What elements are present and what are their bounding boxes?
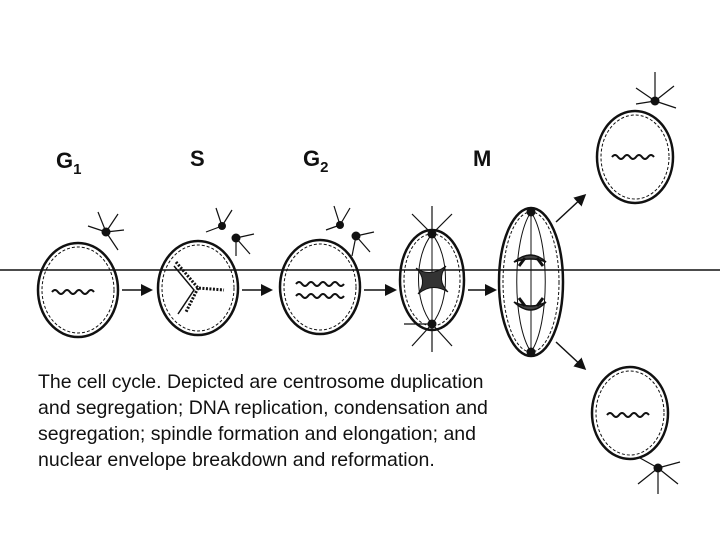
centrosome-g2-1	[325, 205, 351, 231]
centrosome-daughter-bottom	[637, 457, 681, 494]
caption-line: nuclear envelope breakdown and reformati…	[38, 449, 435, 471]
centrosome-s-2	[231, 233, 255, 256]
centrosome-m1-top	[411, 206, 453, 239]
caption-line: segregation; spindle formation and elong…	[38, 423, 476, 445]
phase-label-g2: G2	[303, 146, 328, 176]
caption-line: The cell cycle. Depicted are centrosome …	[38, 371, 484, 393]
centrosome-m2-top	[526, 207, 536, 217]
cell-m-metaphase	[398, 206, 466, 352]
cell-s	[156, 207, 255, 337]
cell-g1	[36, 211, 125, 339]
arrow-to-daughter-top	[555, 193, 587, 223]
cell-g2	[278, 205, 375, 336]
centrosome-m1-bottom	[404, 319, 453, 352]
phase-label-g1: G1	[56, 148, 81, 178]
daughter-cell-bottom	[590, 365, 681, 494]
centrosome-m2-bottom	[526, 347, 536, 357]
figure-caption: The cell cycle. Depicted are centrosome …	[38, 369, 578, 473]
phase-label-s: S	[190, 146, 205, 171]
centrosome-s-1	[205, 207, 233, 233]
centrosome-daughter-top	[635, 72, 677, 109]
centrosome-g2-2	[351, 231, 375, 257]
arrow-to-daughter-bottom	[555, 341, 587, 371]
phase-label-m: M	[473, 146, 491, 171]
daughter-cell-top	[595, 72, 677, 205]
cell-m-anaphase	[497, 206, 565, 358]
caption-line: and segregation; DNA replication, conden…	[38, 397, 488, 419]
centrosome-g1	[87, 211, 125, 251]
